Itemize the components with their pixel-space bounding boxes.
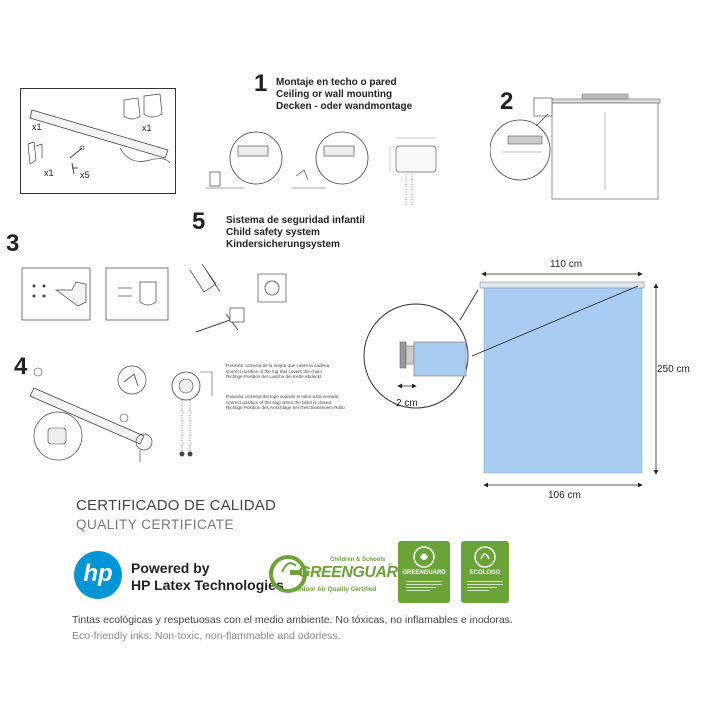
note-1-es: Posición correcta de la orejita que cubr…	[226, 363, 330, 368]
step-5-illustration	[186, 262, 290, 342]
step-1-line-de: Decken - oder wandmontage	[276, 101, 413, 112]
step-2-illustration	[490, 90, 670, 202]
ecologo-badge: ECOLOGO	[461, 541, 509, 603]
step-5-line-es: Sistema de seguridad infantil	[226, 215, 365, 226]
parts-qty-brackets: x1	[142, 123, 152, 133]
blind-dimension-diagram: 110 cm 250 cm 106 cm 2 cm	[360, 259, 690, 501]
ecologo-badge-label: ECOLOGO	[469, 570, 501, 576]
step-5-number: 5	[192, 208, 206, 235]
parts-qty-tube: x1	[32, 122, 42, 132]
certificate-subtitle: QUALITY CERTIFICATE	[76, 517, 235, 532]
note-1-de: Richtige Position der Lasche die Kette A…	[226, 374, 322, 380]
step-3-illustration	[20, 262, 170, 326]
note-2-de: Richtige Position des Anschlage bei Gesc…	[226, 405, 345, 411]
parts-qty-chain: x1	[44, 168, 54, 178]
step-5-text: Sistema de seguridad infantil Child safe…	[226, 215, 365, 251]
parts-illustration	[20, 88, 176, 194]
step-4-note-2: Posición correcta del tope cuando el est…	[226, 394, 356, 411]
greenguard-tagline: Indoor Air Quality Certified	[296, 586, 377, 593]
greenguard-badge: GREENGUARD	[398, 541, 450, 603]
parts-qty-screws: x5	[80, 170, 90, 180]
height-label: 250 cm	[657, 364, 690, 375]
width-bottom-label: 106 cm	[548, 490, 581, 501]
step-5-line-en: Child safety system	[226, 227, 320, 238]
footer-es: Tintas ecológicas y respetuosas con el m…	[72, 614, 513, 626]
greenguard-name: GREENGUARD	[298, 564, 409, 581]
hp-text: Powered by HP Latex Technologies	[131, 560, 284, 594]
detail-gap-label: 2 cm	[396, 398, 418, 409]
step-4-detail	[168, 362, 224, 458]
greenguard-top: Children & Schools	[330, 557, 386, 563]
parts-box: x1 x1 x1 x5	[20, 88, 176, 194]
step-1-illustration	[196, 128, 448, 208]
hp-logo: hp	[74, 551, 122, 599]
step-1-number: 1	[254, 70, 268, 97]
step-1-text: Montaje en techo o pared Ceiling or wall…	[276, 77, 412, 113]
note-2-es: Posición correcta del tope cuando el est…	[226, 394, 339, 399]
certificate-title: CERTIFICADO DE CALIDAD	[76, 497, 276, 514]
greenguard-logo: Children & Schools GREENGUARD ® Indoor A…	[268, 544, 409, 604]
step-4-illustration	[28, 362, 166, 462]
step-3-number: 3	[6, 230, 20, 257]
step-5-line-de: Kindersicherungsystem	[226, 239, 340, 250]
footer-en: Eco-friendly inks. Non-toxic, non-flamma…	[72, 630, 341, 642]
hp-line-1: Powered by	[131, 560, 210, 576]
blind-fabric	[483, 285, 643, 474]
width-top-label: 110 cm	[550, 259, 583, 270]
hp-line-2: HP Latex Technologies	[131, 577, 284, 593]
greenguard-badge-label: GREENGUARD	[402, 570, 446, 576]
step-1-line-en: Ceiling or wall mounting	[276, 89, 393, 100]
note-1-en: Correct position of the lug that covers …	[226, 368, 323, 374]
greenguard-reg: ®	[388, 564, 393, 570]
step-4-note-1: Posición correcta de la orejita que cubr…	[226, 363, 356, 380]
step-1-line-es: Montaje en techo o pared	[276, 77, 397, 88]
hp-logo-text: hp	[83, 560, 113, 587]
step-4-number: 4	[14, 353, 28, 380]
note-2-en: Correct position of the stop when the bl…	[226, 399, 331, 405]
step-2-number: 2	[500, 88, 514, 115]
